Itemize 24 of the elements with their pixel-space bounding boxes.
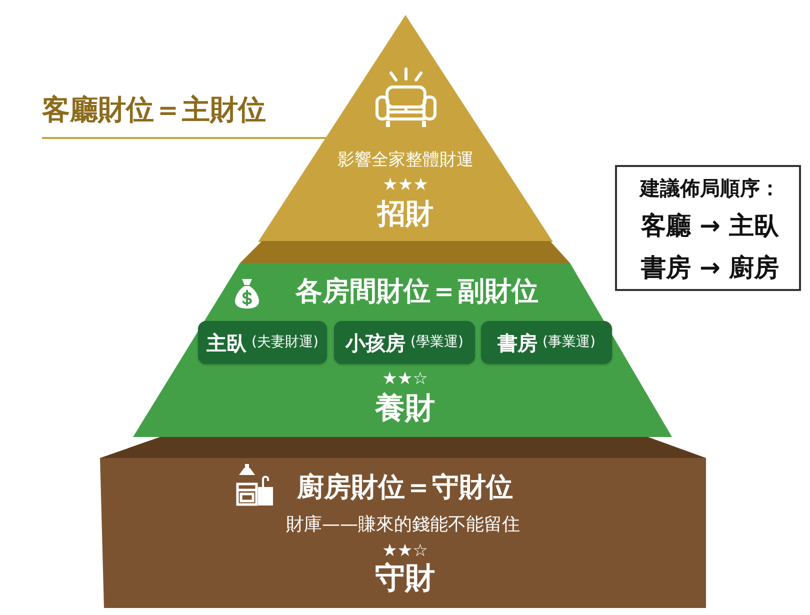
tier-label: 招財 <box>378 199 434 230</box>
star-rating: ★★☆ <box>382 370 428 389</box>
tier-heading: 廚房財位＝守財位 <box>297 473 513 503</box>
note-sequence: 客廳 → 主臥 <box>640 212 780 240</box>
tier-heading: 各房間財位＝副財位 <box>296 277 538 307</box>
room-note: (事業運) <box>542 334 596 350</box>
room-tag <box>334 321 475 364</box>
star-rating: ★★★ <box>382 176 428 195</box>
star-rating: ★★☆ <box>382 542 428 561</box>
tier-heading: 客廳財位＝主財位 <box>42 95 266 126</box>
tier-label: 養財 <box>375 392 435 425</box>
tier-description: 影響全家整體財運 <box>338 151 474 170</box>
room-note: (學業運) <box>410 334 464 350</box>
tier-label: 守財 <box>375 562 435 595</box>
room-name: 主臥 <box>206 332 247 354</box>
room-note: (夫妻財運) <box>252 334 318 350</box>
note-sequence: 書房 → 廚房 <box>640 254 780 282</box>
tier-description: 財庫——賺來的錢能不能留住 <box>286 515 520 535</box>
note-heading: 建議佈局順序： <box>640 177 780 199</box>
room-name: 小孩房 <box>346 332 406 354</box>
room-tag <box>481 321 612 364</box>
room-tag <box>198 321 327 364</box>
room-name: 書房 <box>498 332 538 354</box>
note-box <box>615 165 801 291</box>
